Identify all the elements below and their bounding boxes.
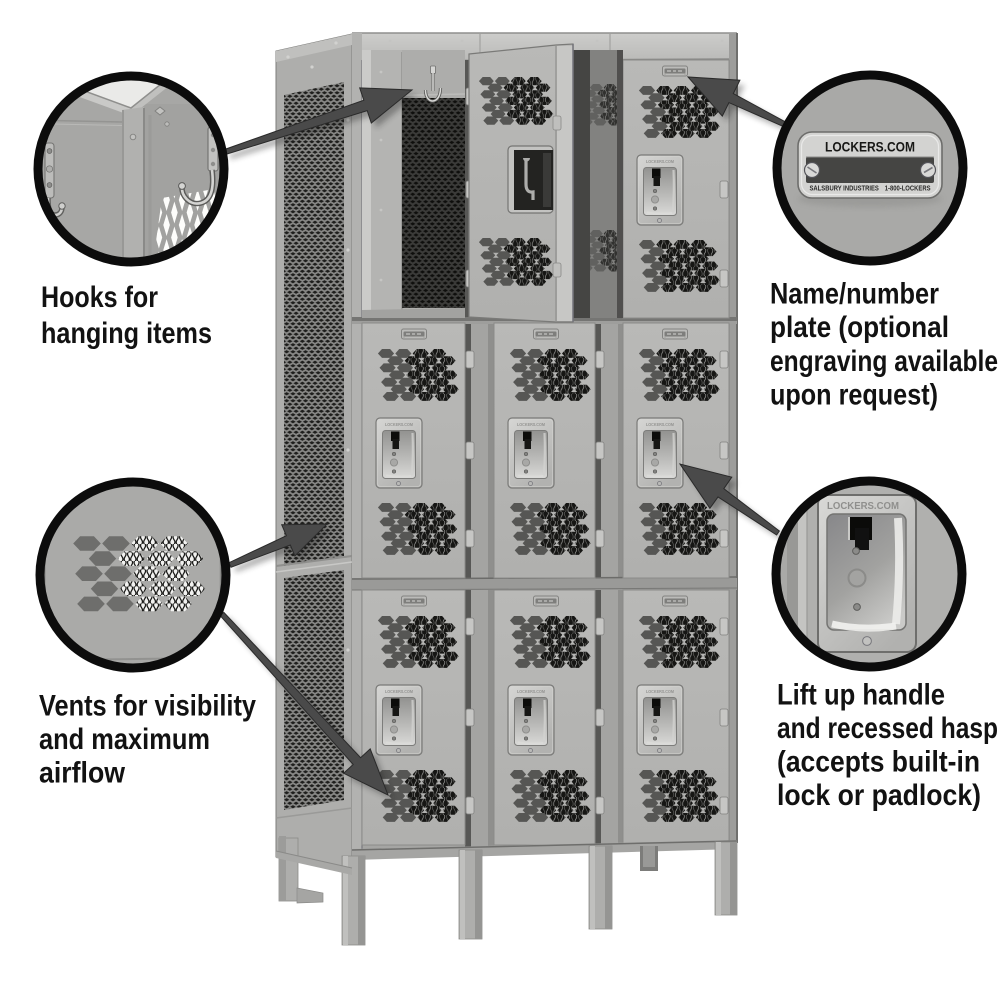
svg-text:Hooks for: Hooks for	[41, 281, 158, 314]
svg-text:LOCKERS.COM: LOCKERS.COM	[646, 159, 674, 164]
svg-text:LOCKERS.COM: LOCKERS.COM	[517, 422, 545, 427]
svg-text:LOCKERS.COM: LOCKERS.COM	[825, 140, 915, 155]
svg-text:Name/number: Name/number	[770, 278, 939, 311]
svg-text:plate (optional: plate (optional	[770, 311, 949, 344]
svg-text:LOCKERS.COM: LOCKERS.COM	[646, 422, 674, 427]
svg-text:and maximum: and maximum	[39, 723, 210, 756]
svg-text:engraving available: engraving available	[770, 345, 998, 378]
svg-text:LOCKERS.COM: LOCKERS.COM	[385, 689, 413, 694]
svg-text:upon request): upon request)	[770, 379, 938, 412]
svg-text:Lift up handle: Lift up handle	[777, 679, 945, 712]
svg-text:LOCKERS.COM: LOCKERS.COM	[827, 501, 899, 512]
svg-text:SALSBURY INDUSTRIES 1-800-LOC: SALSBURY INDUSTRIES 1-800-LOCKERS	[810, 184, 931, 193]
svg-text:LOCKERS.COM: LOCKERS.COM	[517, 689, 545, 694]
svg-text:LOCKERS.COM: LOCKERS.COM	[646, 689, 674, 694]
svg-text:(accepts built-in: (accepts built-in	[777, 746, 980, 779]
svg-text:Vents for visibility: Vents for visibility	[39, 690, 256, 723]
svg-text:airflow: airflow	[39, 757, 126, 790]
svg-text:lock or padlock): lock or padlock)	[777, 779, 981, 812]
svg-text:hanging items: hanging items	[41, 317, 212, 350]
svg-text:LOCKERS.COM: LOCKERS.COM	[385, 422, 413, 427]
svg-text:and recessed hasp: and recessed hasp	[777, 712, 998, 745]
